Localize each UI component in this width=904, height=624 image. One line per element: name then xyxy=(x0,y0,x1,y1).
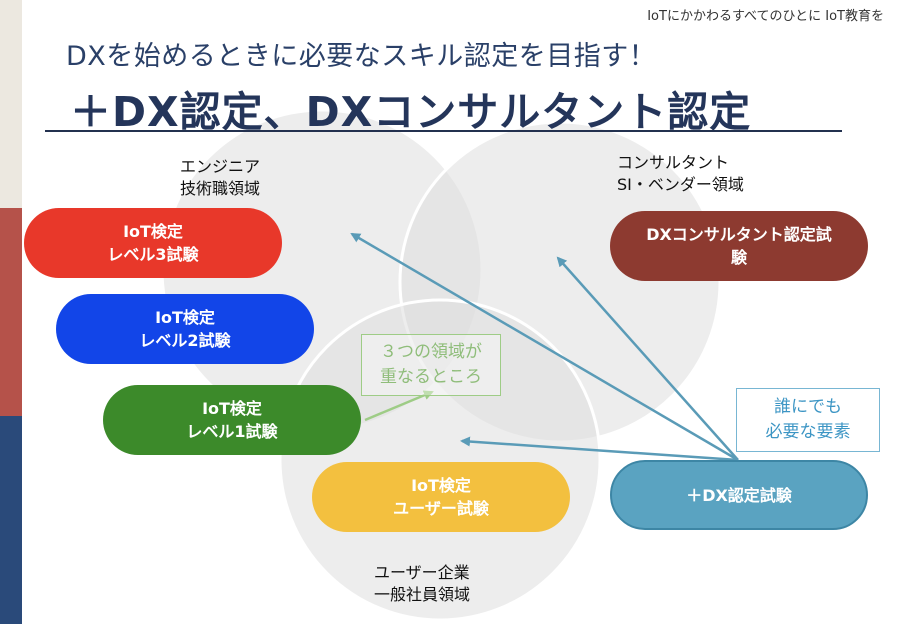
sidebar-stripe-blue xyxy=(0,416,22,624)
sidebar-stripe-red xyxy=(0,208,22,416)
arrow-to-overlap xyxy=(364,390,434,422)
callout-everyone-line2: 必要な要素 xyxy=(765,422,851,442)
exam-dx[interactable]: ＋DX認定試験 xyxy=(610,460,868,530)
exam-dx-consultant[interactable]: DXコンサルタント認定試 験 xyxy=(610,211,868,281)
exam-dx-consultant-line2: 験 xyxy=(730,248,747,267)
exam-iot-level1[interactable]: IoT検定 レベル1試験 xyxy=(103,385,361,455)
region-user-line1: ユーザー企業 xyxy=(374,563,470,582)
callout-overlap: ３つの領域が 重なるところ xyxy=(361,334,501,396)
region-engineer-line1: エンジニア xyxy=(180,157,261,176)
region-engineer-label: エンジニア 技術職領域 xyxy=(180,156,260,200)
callout-everyone-line1: 誰にでも xyxy=(774,397,842,417)
exam-iot-user-line1: IoT検定 xyxy=(411,476,471,495)
exam-iot-level2-line1: IoT検定 xyxy=(155,308,215,327)
callout-everyone: 誰にでも 必要な要素 xyxy=(736,388,880,452)
arrow-to-consultant xyxy=(556,256,739,461)
exam-iot-level3-line2: レベル3試験 xyxy=(107,245,199,264)
region-engineer-line2: 技術職領域 xyxy=(180,179,261,198)
sidebar-stripe-beige xyxy=(0,0,22,208)
region-user-line2: 一般社員領域 xyxy=(374,585,471,604)
exam-iot-level1-line2: レベル1試験 xyxy=(186,422,278,441)
exam-dx-consultant-line1: DXコンサルタント認定試 xyxy=(646,225,832,244)
exam-iot-level3[interactable]: IoT検定 レベル3試験 xyxy=(24,208,282,278)
region-consultant-line1: コンサルタント xyxy=(617,153,730,172)
exam-iot-level2-line2: レベル2試験 xyxy=(139,331,231,350)
exam-iot-level3-line1: IoT検定 xyxy=(123,222,183,241)
region-user-label: ユーザー企業 一般社員領域 xyxy=(374,562,470,606)
region-consultant-label: コンサルタント SI・ベンダー領域 xyxy=(617,152,744,196)
exam-iot-level2[interactable]: IoT検定 レベル2試験 xyxy=(56,294,314,364)
arrow-to-user xyxy=(460,436,739,462)
exam-dx-line1: ＋DX認定試験 xyxy=(686,485,792,505)
exam-iot-user[interactable]: IoT検定 ユーザー試験 xyxy=(312,462,570,532)
page-title: ＋DX認定、DXコンサルタント認定 xyxy=(70,88,752,136)
arrow-to-engineer xyxy=(350,232,739,462)
circle-user xyxy=(278,298,602,622)
page-subtitle: DXを始めるときに必要なスキル認定を目指す！ xyxy=(66,41,657,72)
exam-iot-user-line2: ユーザー試験 xyxy=(393,499,489,518)
region-consultant-line2: SI・ベンダー領域 xyxy=(617,175,744,194)
title-underline xyxy=(45,130,842,132)
callout-overlap-line2: 重なるところ xyxy=(380,367,482,387)
tagline: IoTにかかわるすべてのひとに IoT教育を xyxy=(647,9,884,24)
exam-iot-level1-line1: IoT検定 xyxy=(202,399,262,418)
callout-overlap-line1: ３つの領域が xyxy=(380,342,482,362)
